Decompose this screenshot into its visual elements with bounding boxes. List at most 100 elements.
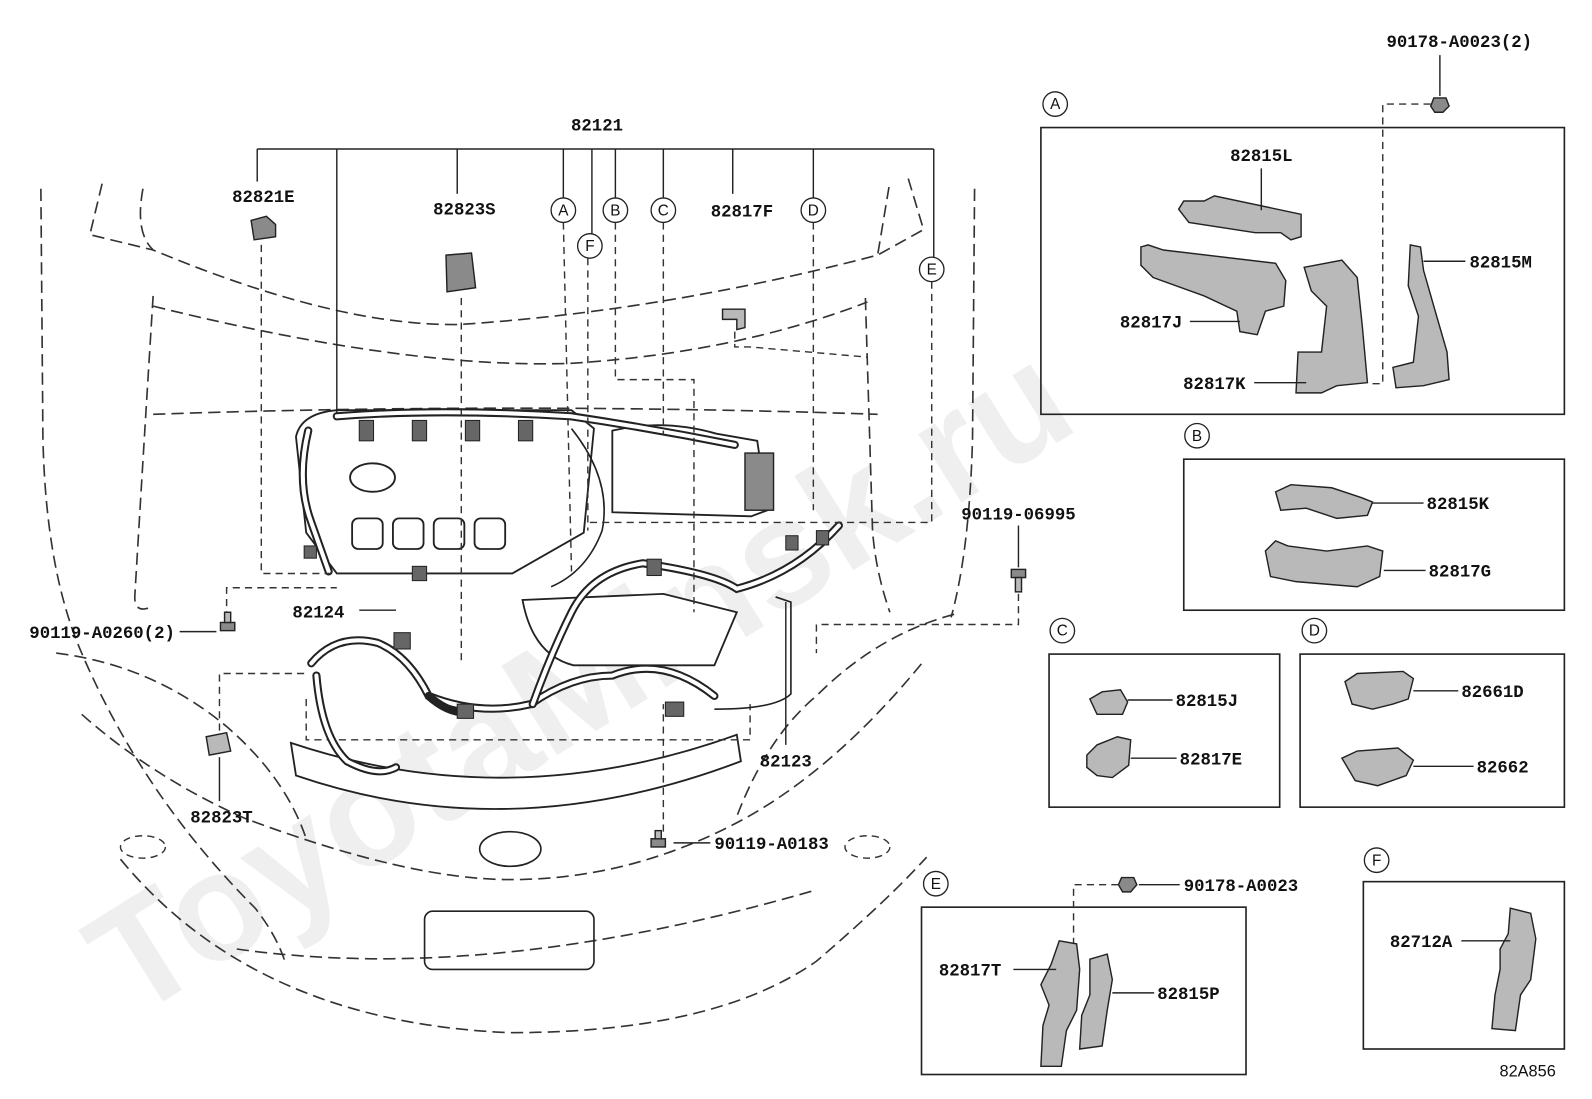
detail-a: 90178-A0023(2) A 82815L 82815M 82817J 82… [1040,34,1566,416]
label-82823T: 82823T [190,809,252,828]
leader-ref-a [562,222,573,572]
cowl-line [152,301,868,365]
part-82815J [1088,689,1129,716]
detail-b-ref-letter: B [1192,428,1202,445]
label-82815J: 82815J [1176,693,1238,712]
engine-mount [550,428,605,588]
connector-4 [646,558,662,577]
ref-letter-f: F [585,238,594,255]
ref-circle-detail-e: E [922,870,949,897]
leader-82817F [734,331,868,358]
connector-7 [411,565,428,582]
detail-e: E 90178-A0023 82817T 82815P [920,870,1298,1076]
label-82821E: 82821E [232,189,294,208]
nut-90178-A0023-icon [1429,97,1450,113]
connector-8 [303,545,317,559]
front-lower-bumper [119,856,928,1034]
part-82815L [1177,195,1302,241]
part-82817E [1086,736,1132,779]
detail-b-frame [1182,458,1566,612]
part-82817G [1264,539,1384,588]
ref-circle-detail-c: C [1049,617,1076,644]
bracket-82817F [721,308,746,331]
connector-6 [815,530,830,546]
ref-circle-e: E [918,256,945,283]
front-emblem [478,830,542,868]
connector-3 [393,632,411,650]
detail-d-ref-letter: D [1309,623,1320,640]
part-82817K [1295,259,1369,394]
headlight-left [56,652,307,840]
label-82817K: 82817K [1183,376,1246,395]
leader-90119-06995 [815,593,1020,654]
label-90119-A0183: 90119-A0183 [714,836,828,855]
part-82712A [1491,907,1537,1032]
ref-letter-b: B [610,202,620,219]
part-82815P [1078,953,1114,1050]
harness-bracket [256,148,935,414]
label-82817G: 82817G [1429,564,1491,583]
leader-90119-A0260 [225,587,337,619]
detail-d-frame [1299,653,1566,808]
ref-circle-b: B [602,197,629,224]
inner-fender-left [133,295,154,610]
connector-1 [456,703,475,719]
label-82124: 82124 [292,604,344,623]
ignition-coil-3 [464,419,481,442]
detail-f-ref-letter: F [1372,852,1381,869]
sub-harness-right-wire [714,596,792,711]
detail-a-ref-letter: A [1050,96,1061,113]
air-filter-box [744,452,775,511]
strut-line [153,407,878,416]
bolt-90119-A0183-icon [650,829,667,848]
part-82662 [1340,747,1415,787]
engine-wire-harness [298,408,843,776]
label-82815M: 82815M [1469,254,1531,273]
detail-c-ref-letter: C [1057,623,1068,640]
engine-assembly [295,409,775,667]
fog-lamp-right [844,835,891,859]
part-82815K [1274,483,1374,520]
part-82661D [1344,670,1415,710]
label-90178-A0023-2: 90178-A0023(2) [1386,34,1532,53]
part-82815M [1392,244,1450,389]
intake-runner-3 [432,517,466,550]
radiator-support [305,698,751,741]
detail-f: F 82712A [1362,847,1566,1050]
leader-ref-e [586,281,933,524]
label-82661D: 82661D [1461,684,1523,703]
nut-90178-A0023-icon [1117,876,1138,893]
detail-c: C 82815J 82817E [1048,617,1281,808]
windshield-line-left [88,183,154,251]
label-82817J: 82817J [1120,315,1182,334]
hood-outline [139,181,891,326]
clamp-82823S [445,252,477,293]
label-82817E: 82817E [1180,751,1242,770]
label-82815L: 82815L [1230,148,1292,167]
ignition-coil-2 [411,419,428,442]
left-fender-outline [40,188,287,965]
part-82817J [1140,244,1287,336]
ref-letter-a: A [558,202,569,219]
throttle-body [349,462,396,493]
bolt-90119-06995-icon [1010,568,1027,593]
detail-c-frame [1048,653,1281,808]
detail-b: B 82815K 82817G [1182,422,1566,612]
ref-circle-f: F [576,233,603,259]
headlight-right [736,613,955,817]
label-82662: 82662 [1477,759,1529,778]
grille-bar [289,733,742,810]
connector-5 [785,535,799,551]
clip-82823T [205,731,232,756]
label-82815K: 82815K [1427,496,1490,515]
right-fender-outline [950,188,976,618]
label-82815P: 82815P [1157,986,1219,1005]
bolt-90119-A0260-icon [219,611,236,632]
part-82817T [1040,940,1081,1068]
license-plate [423,910,595,971]
intake-runner-2 [392,517,425,550]
ref-circle-detail-d: D [1301,617,1328,644]
main-view-leaders [179,148,1020,844]
front-upper-bumper [81,660,925,881]
